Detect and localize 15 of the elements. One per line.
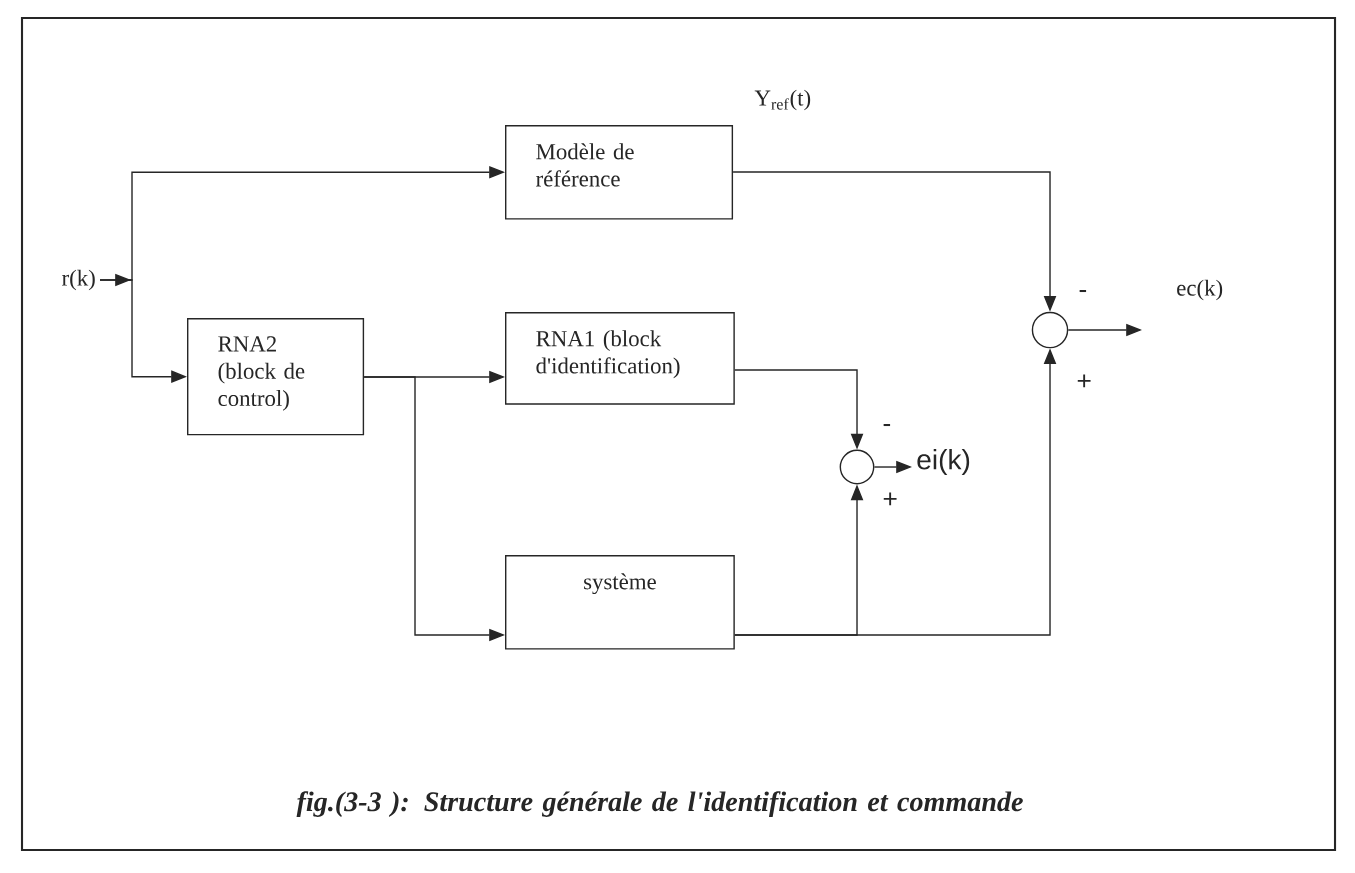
process-box: système [505, 555, 735, 650]
process-box: RNA2 (block de control) [187, 318, 365, 436]
caption: fig.(3-3 ): Structure générale de l'identification et commande [296, 791, 1023, 817]
signal-label: + [1077, 374, 1091, 388]
summing-junction [839, 449, 875, 485]
signal-label: - [883, 424, 891, 427]
signal-label: - [1079, 290, 1087, 293]
signal-label: ei(k) [917, 448, 970, 476]
process-box: Modèle de référence [505, 125, 734, 220]
signal-label: ec(k) [1177, 279, 1223, 301]
signal-label: Y$_{ref}$(t) [754, 89, 811, 111]
summing-junction [1031, 311, 1069, 349]
process-box: RNA1 (block d'identification) [505, 312, 735, 405]
signal-label: r(k) [62, 269, 95, 291]
signal-label: + [883, 492, 897, 506]
